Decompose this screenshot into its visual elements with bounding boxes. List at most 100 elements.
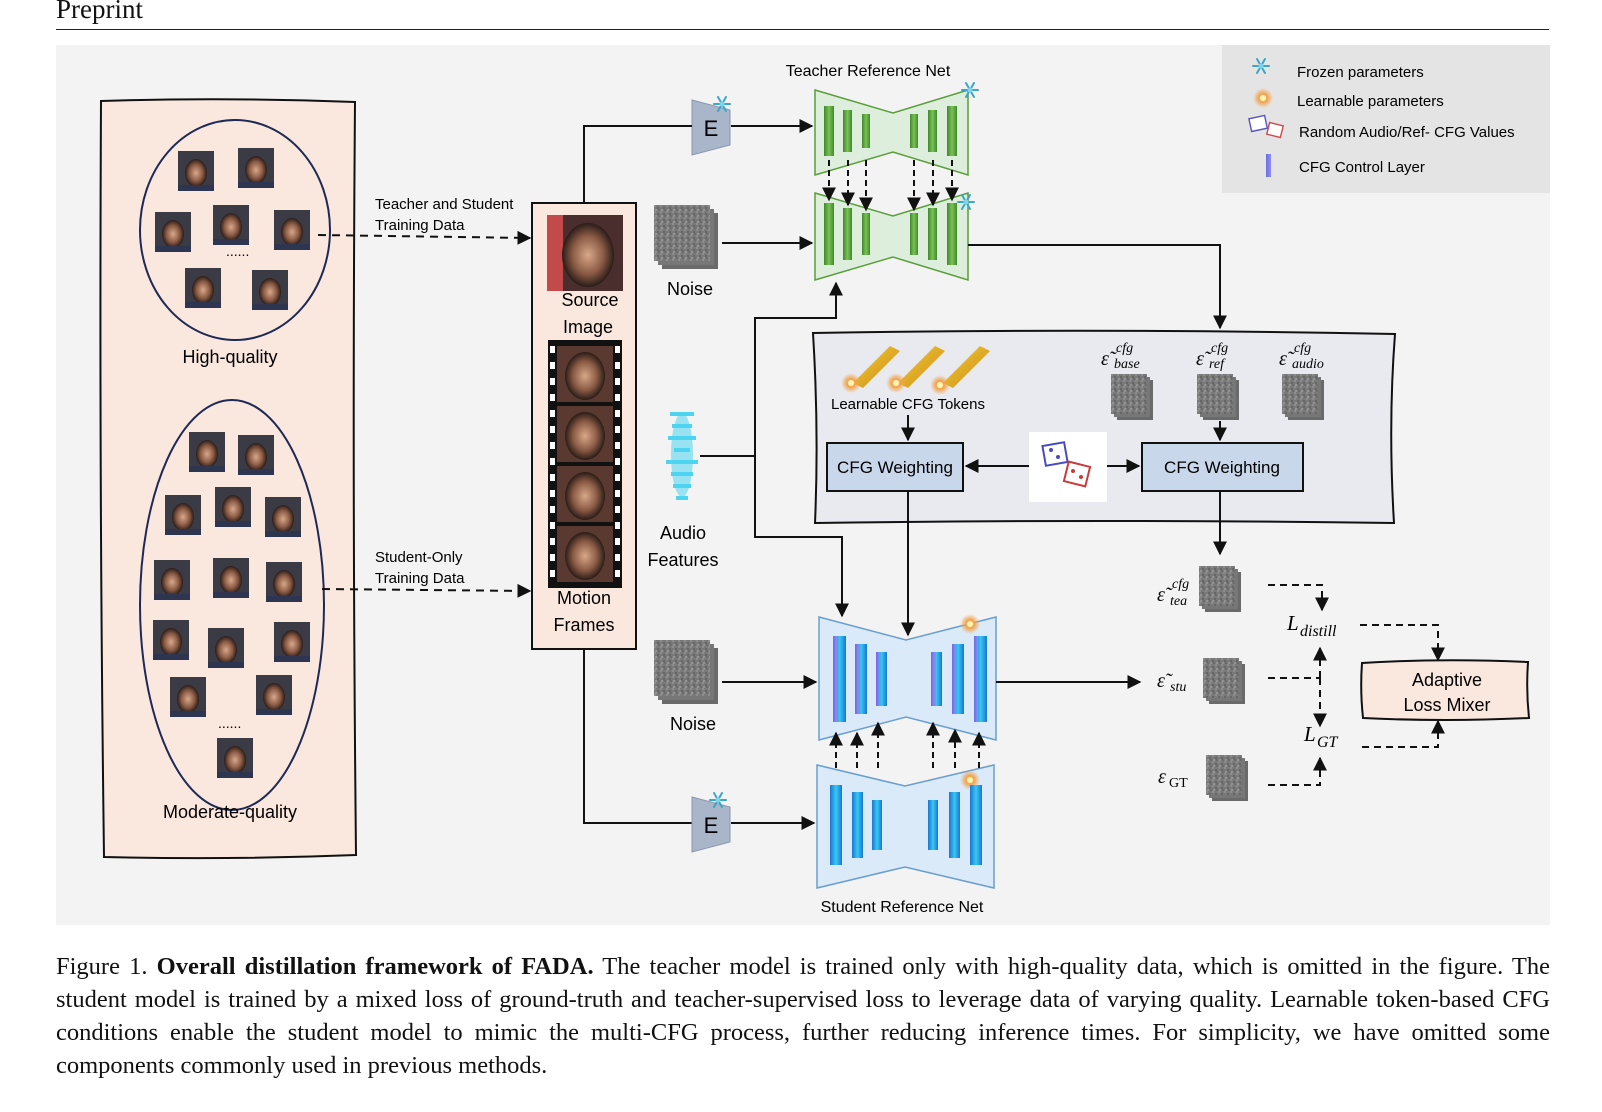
spark-icon (930, 375, 950, 395)
motion-to-encoder-line (583, 649, 692, 824)
cfg-weighting-left-label: CFG Weighting (837, 458, 953, 477)
svg-text:audio: audio (1292, 357, 1324, 372)
svg-text:cfg: cfg (1211, 341, 1228, 356)
student-only-label-2: Training Data (375, 570, 465, 587)
noise-bottom-label: Noise (670, 714, 716, 734)
encoder-bottom (691, 796, 731, 853)
face-thumbnail (185, 268, 221, 308)
svg-text:distill: distill (1300, 623, 1337, 640)
face-thumbnail (266, 562, 302, 602)
gt-to-lgt-line (1268, 756, 1327, 786)
cfg-weighting-left (826, 442, 964, 492)
face-thumbnail (178, 151, 214, 191)
student-ref-layers (830, 785, 982, 865)
eps-gt-label: ε GT (1158, 766, 1188, 791)
face-thumbnail (238, 435, 274, 475)
face-thumbnail (252, 270, 288, 310)
svg-text:base: base (1114, 357, 1140, 372)
legend-control: CFG Control Layer (1299, 159, 1425, 176)
face-thumbnail (208, 628, 244, 668)
source-label-2: Image (563, 317, 613, 337)
figure-caption: Figure 1. Overall distillation framework… (56, 950, 1550, 1082)
audio-label-1: Audio (660, 523, 706, 543)
source-label-1: Source (561, 290, 618, 310)
student-skip-arrows (829, 721, 986, 768)
ellipsis-moderate: ...... (218, 715, 241, 731)
dice-icon (1029, 432, 1107, 502)
svg-text:cfg: cfg (1172, 577, 1189, 592)
dice-icon (1248, 114, 1285, 139)
audio-to-student-line (754, 456, 849, 618)
spark-icon (886, 373, 906, 393)
source-image (547, 215, 623, 291)
page-header: Preprint (56, 0, 143, 24)
l-gt-label: L GT (1303, 722, 1339, 751)
legend-box (1222, 45, 1550, 193)
mixer-label-1: Adaptive (1412, 670, 1482, 690)
noise-top-label: Noise (667, 279, 713, 299)
face-thumbnail (217, 738, 253, 778)
ellipsis-high: ...... (226, 243, 249, 259)
face-thumbnail (155, 212, 191, 252)
cfg-weighting-right (1141, 442, 1304, 492)
distill-to-mixer-line (1360, 624, 1445, 662)
data-container (99, 98, 358, 860)
teacher-student-label-2: Training Data (375, 217, 465, 234)
tea-to-distill-line (1268, 584, 1329, 612)
svg-text:ref: ref (1209, 357, 1226, 372)
legend: Frozen parameters Learnable parameters R… (1222, 45, 1550, 193)
legend-learnable: Learnable parameters (1297, 93, 1444, 110)
svg-text:GT: GT (1169, 776, 1188, 791)
motion-label-1: Motion (557, 588, 611, 608)
face-thumbnail (238, 148, 274, 188)
encoder-top-label: E (704, 116, 719, 141)
svg-text:L: L (1303, 722, 1316, 746)
face-thumbnail (213, 205, 249, 245)
teacher-to-cfg-line (968, 244, 1227, 330)
face-thumbnail (256, 675, 292, 715)
face-thumbnail (153, 620, 189, 660)
motion-label-2: Frames (553, 615, 614, 635)
l-distill-label: L distill (1286, 611, 1337, 640)
teacher-title: Teacher Reference Net (786, 63, 951, 80)
noise-patch (1111, 374, 1153, 420)
tokens-label: Learnable CFG Tokens (831, 396, 985, 413)
moderate-quality-label: Moderate-quality (163, 802, 297, 822)
noise-patch (1199, 566, 1241, 612)
teacher-student-label-1: Teacher and Student (375, 196, 514, 213)
student-only-label-1: Student-Only (375, 549, 463, 566)
face-thumbnail (274, 622, 310, 662)
high-quality-group (139, 119, 331, 341)
svg-text:GT: GT (1317, 734, 1339, 751)
face-thumbnail (154, 560, 190, 600)
spark-icon (1253, 88, 1273, 108)
audio-label-2: Features (647, 550, 718, 570)
spark-icon (841, 373, 861, 393)
svg-text:ε: ε (1158, 766, 1166, 788)
framework-diagram: Frozen parameters Learnable parameters R… (56, 45, 1550, 925)
svg-text:tea: tea (1170, 594, 1187, 609)
noise-patch (654, 205, 718, 269)
svg-text:cfg: cfg (1294, 341, 1311, 356)
cfg-weighting-right-label: CFG Weighting (1164, 458, 1280, 477)
svg-text:L: L (1286, 611, 1299, 635)
face-thumbnail (170, 677, 206, 717)
face-thumbnail (274, 210, 310, 250)
teacher-student-data-arrow (317, 230, 532, 245)
face-thumbnail (215, 487, 251, 527)
encoder-bottom-label: E (704, 813, 719, 838)
noise-patch (654, 640, 718, 704)
noise-patch (1203, 658, 1245, 704)
student-only-data-arrow (321, 583, 532, 598)
caption-title: Overall distillation framework of FADA. (156, 953, 594, 980)
teacher-ref-layers (824, 106, 957, 156)
noise-patch (1206, 755, 1248, 801)
adaptive-loss-mixer (1360, 659, 1531, 721)
teacher-denoise-layers (824, 203, 957, 265)
face-thumbnail (213, 558, 249, 598)
film-strip-icon (548, 340, 622, 588)
face-thumbnail (189, 432, 225, 472)
audio-to-teacher-line (700, 281, 843, 457)
moderate-quality-group (139, 399, 325, 811)
caption-figure-number: Figure 1. (56, 953, 148, 980)
